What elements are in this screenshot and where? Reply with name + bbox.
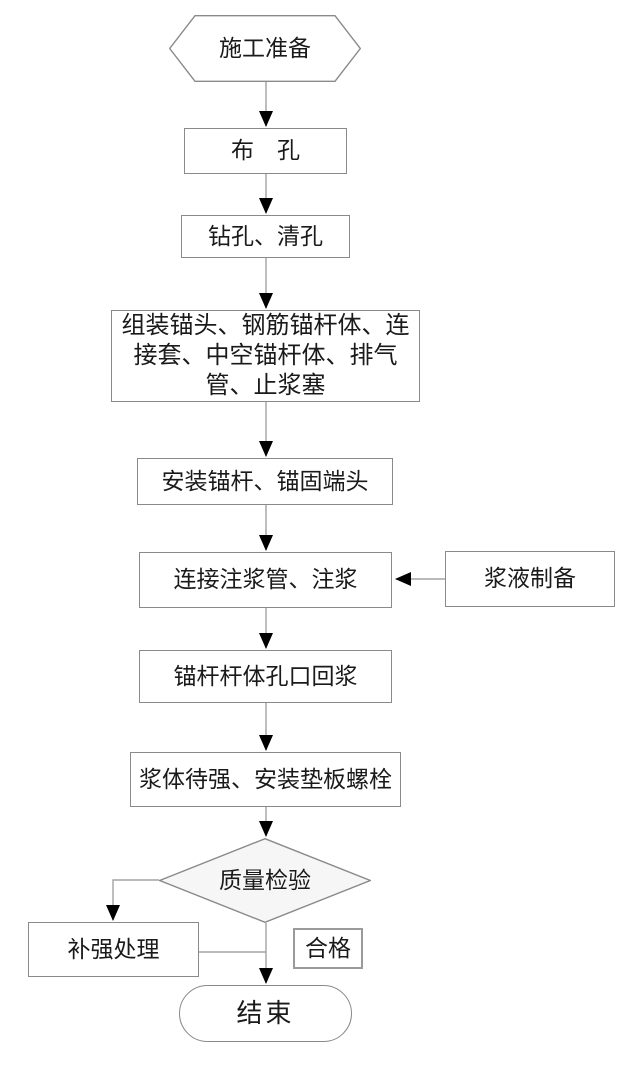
node-install-anchor: 安装锚杆、锚固端头 (137, 458, 393, 505)
diamond-shape (159, 838, 371, 923)
node-drill-clean: 钻孔、清孔 (181, 215, 350, 258)
node-cure-plate: 浆体待强、安装垫板螺栓 (130, 752, 401, 807)
node-quality-check: 质量检验 (159, 838, 371, 923)
hexagon-outline (169, 15, 361, 82)
node-end: 结束 (179, 985, 352, 1042)
node-layout-holes: 布 孔 (184, 128, 347, 174)
edge-label-qualified: 合格 (293, 928, 363, 969)
node-cure-plate-label: 浆体待强、安装垫板螺栓 (139, 766, 392, 792)
node-layout-holes-label: 布 孔 (231, 138, 300, 164)
node-connect-grout-label: 连接注浆管、注浆 (173, 567, 358, 593)
node-assemble: 组装锚头、钢筋锚杆体、连 接套、中空锚杆体、排气 管、止浆塞 (111, 310, 420, 402)
node-drill-clean-label: 钻孔、清孔 (208, 223, 323, 249)
node-assemble-label: 组装锚头、钢筋锚杆体、连 接套、中空锚杆体、排气 管、止浆塞 (121, 313, 410, 399)
node-hole-backfill: 锚杆杆体孔口回浆 (139, 650, 392, 703)
edge-label-qualified-text: 合格 (305, 935, 351, 961)
hexagon-shape (169, 15, 361, 82)
node-grout-prep-label: 浆液制备 (484, 566, 576, 592)
node-reinforce: 补强处理 (28, 922, 199, 977)
node-prepare-label: 施工准备 (219, 35, 311, 61)
node-grout-prep: 浆液制备 (445, 551, 615, 607)
diamond-outline (159, 838, 371, 923)
node-quality-check-label: 质量检验 (219, 867, 311, 893)
node-prepare: 施工准备 (169, 15, 361, 82)
node-install-anchor-label: 安装锚杆、锚固端头 (161, 468, 369, 494)
node-reinforce-label: 补强处理 (67, 936, 160, 962)
node-hole-backfill-label: 锚杆杆体孔口回浆 (173, 663, 358, 689)
node-end-label: 结束 (236, 998, 295, 1028)
node-connect-grout: 连接注浆管、注浆 (139, 552, 392, 608)
edge-check-to-reinforce (106, 879, 159, 921)
